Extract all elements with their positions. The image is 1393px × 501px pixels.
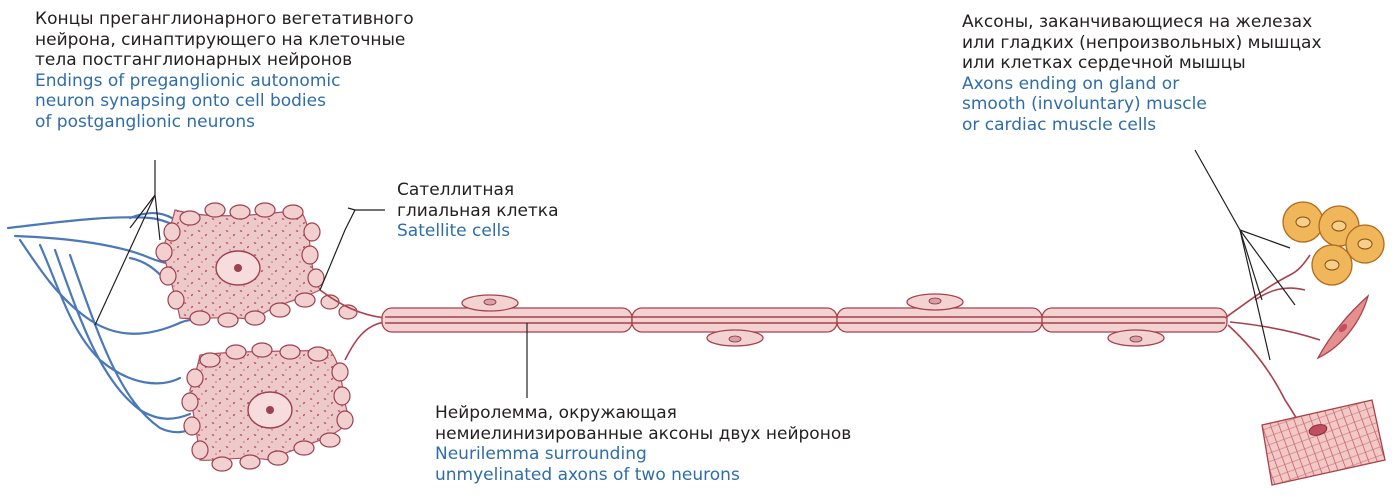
label-line-en: neuron synapsing onto cell bodies (35, 91, 414, 112)
cardiac-muscle-cells (1262, 400, 1385, 485)
label-line: Аксоны, заканчивающиеся на железах (962, 12, 1322, 33)
gland-cells (1283, 202, 1384, 285)
lower-neuron (182, 343, 353, 471)
label-line-en: Satellite cells (397, 221, 559, 242)
label-line: тела постганглионарных нейронов (35, 50, 414, 71)
label-line: глиальная клетка (397, 201, 559, 222)
smooth-muscle-cell (1318, 296, 1368, 358)
label-line-en: of postganglionic neurons (35, 112, 414, 133)
label-line-en: Neurilemma surrounding (435, 444, 851, 465)
neurilemma-sheath (382, 294, 1227, 346)
upper-neuron (156, 203, 357, 327)
label-line-en: smooth (involuntary) muscle (962, 94, 1322, 115)
label-line-en: unmyelinated axons of two neurons (435, 465, 851, 486)
label-neurilemma: Нейролемма, окружающая немиелинизированн… (435, 403, 851, 485)
label-line-en: or cardiac muscle cells (962, 115, 1322, 136)
label-line: или гладких (непроизвольных) мышцах (962, 33, 1322, 54)
label-line-en: Axons ending on gland or (962, 74, 1322, 95)
axon-branches (1225, 255, 1320, 432)
label-line-en: Endings of preganglionic autonomic (35, 71, 414, 92)
label-line: нейрона, синаптирующего на клеточные (35, 30, 414, 51)
label-line: Сателлитная (397, 180, 559, 201)
label-preganglionic-endings: Концы преганглионарного вегетативного не… (35, 9, 414, 132)
label-line: Нейролемма, окружающая (435, 403, 851, 424)
label-satellite-cells: Сателлитная глиальная клетка Satellite c… (397, 180, 559, 242)
label-line: Концы преганглионарного вегетативного (35, 9, 414, 30)
label-axon-endings: Аксоны, заканчивающиеся на железах или г… (962, 12, 1322, 135)
label-line: немиелинизированные аксоны двух нейронов (435, 424, 851, 445)
label-line: или клетках сердечной мышцы (962, 53, 1322, 74)
